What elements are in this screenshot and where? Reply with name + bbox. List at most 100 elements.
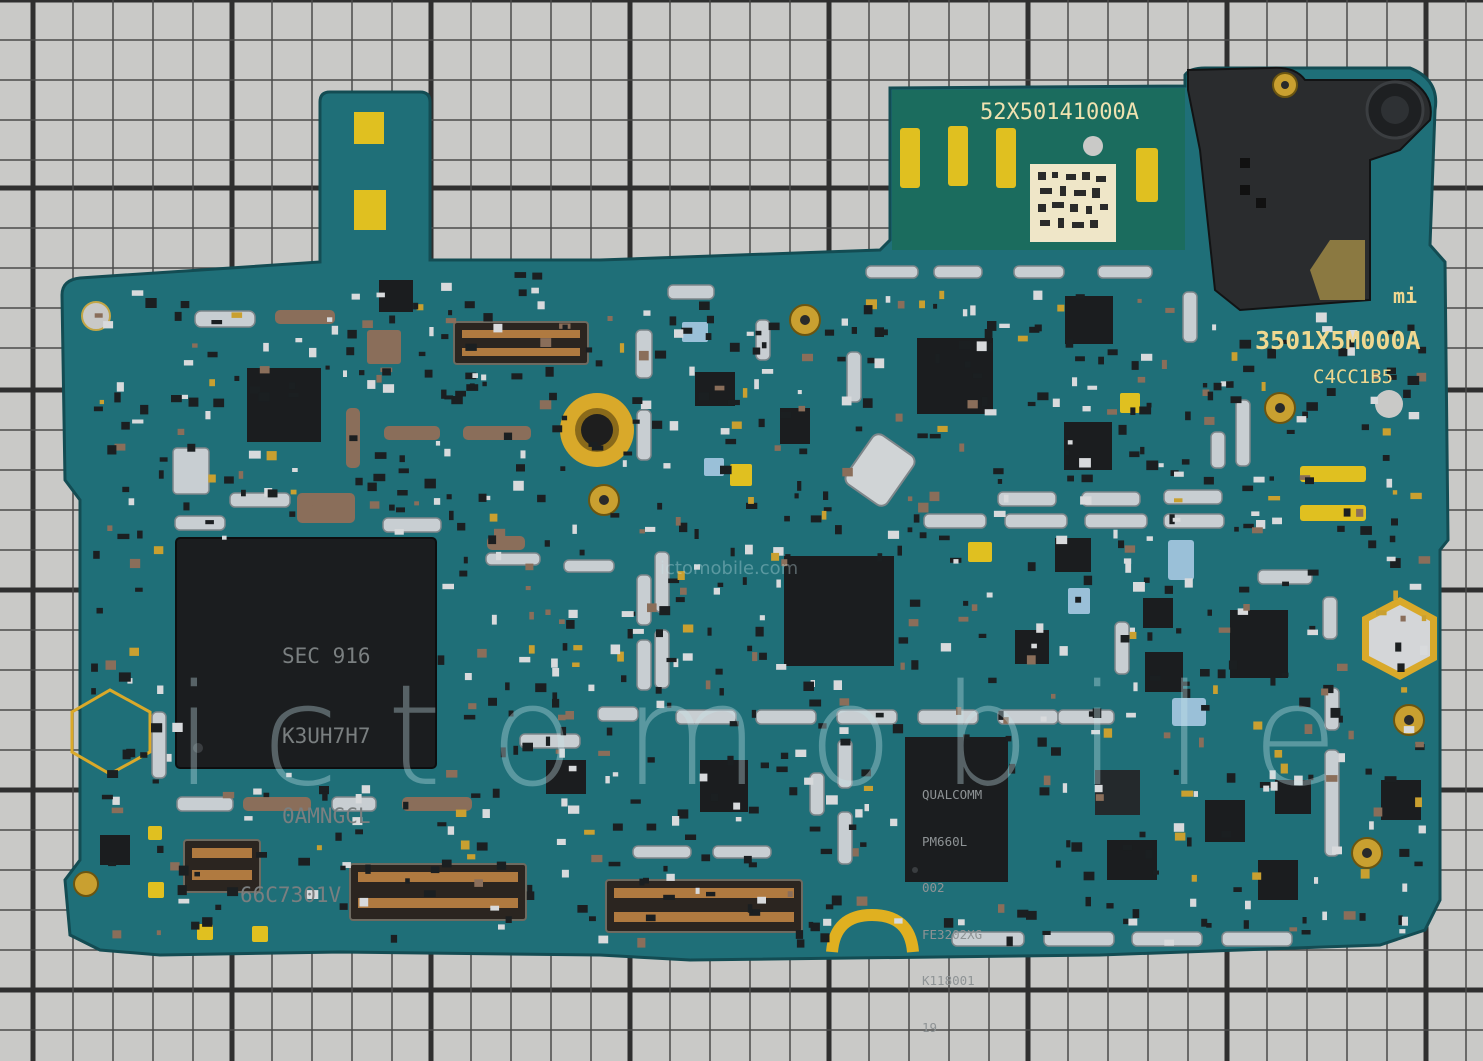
smd-component [1202, 389, 1210, 396]
smd-component [331, 325, 339, 335]
pmic-line5: K118001 [922, 973, 975, 988]
smd-component [215, 904, 222, 910]
smd-component [1361, 424, 1369, 431]
smd-component [699, 773, 708, 782]
board-label-top: 52X50141000A [980, 100, 1139, 125]
pmic-chip [905, 737, 1008, 882]
smd-component [188, 397, 199, 407]
smd-component [823, 918, 832, 926]
smd-component [1143, 577, 1150, 583]
smd-component [362, 320, 373, 328]
smd-component [747, 645, 753, 652]
smd-component [457, 522, 466, 531]
smd-component [464, 673, 472, 681]
smd-component [632, 628, 644, 634]
smd-component [1181, 459, 1190, 465]
smd-component [1088, 711, 1098, 717]
smd-component [399, 455, 405, 463]
smd-component [776, 766, 788, 773]
smd-component [842, 467, 853, 477]
smd-component [639, 878, 645, 886]
smd-component [823, 491, 829, 500]
smd-component [929, 491, 940, 502]
smd-component [1301, 930, 1311, 935]
ic [1065, 296, 1113, 344]
smd-component [241, 489, 246, 497]
smd-component [1003, 494, 1009, 503]
smd-component [1184, 578, 1193, 588]
smd-component [544, 540, 550, 547]
smd-component [481, 374, 487, 381]
smd-component [545, 609, 551, 615]
smd-component [1152, 870, 1159, 875]
smd-component [1304, 724, 1313, 734]
smd-component [1052, 398, 1060, 407]
smd-component [1083, 871, 1095, 881]
smd-component [258, 392, 270, 402]
memory-chip-marking: SEC 916 K3UH7H7 0AMNGCL 66C7301V [240, 594, 371, 959]
smd-component [640, 400, 652, 409]
smd-component [1228, 660, 1238, 670]
pmic-line6: 19 [922, 1019, 938, 1035]
smd-component [851, 327, 857, 334]
smd-component [1034, 324, 1042, 332]
memory-chip [175, 537, 437, 769]
smd-component [967, 400, 978, 409]
smd-component [752, 652, 758, 662]
smd-component [1091, 730, 1100, 735]
smd-component [447, 826, 455, 835]
smd-component [747, 904, 753, 913]
smd-component [1206, 923, 1212, 928]
smd-component [656, 629, 663, 638]
smd-component [535, 683, 547, 693]
smd-component [94, 313, 103, 318]
smd-component [663, 865, 668, 872]
smd-component [529, 611, 534, 620]
smd-component [833, 680, 842, 690]
smd-component [908, 619, 919, 627]
smd-component [804, 777, 814, 785]
pmic-line3: 002 [922, 880, 945, 895]
smd-component [759, 615, 765, 621]
smd-component [675, 517, 681, 526]
smd-component [441, 389, 447, 399]
smd-component [964, 361, 971, 368]
smd-component [1146, 460, 1159, 471]
smd-component [1299, 697, 1311, 708]
smd-component [643, 310, 651, 316]
smd-component [663, 463, 671, 469]
smd-component [984, 329, 993, 339]
smd-component [449, 510, 454, 521]
smd-component [1161, 359, 1167, 369]
smd-component [424, 369, 433, 378]
smd-component [694, 529, 699, 539]
smd-component [699, 301, 710, 310]
smd-component [1338, 348, 1348, 357]
smd-component [437, 655, 445, 665]
smd-component [867, 357, 875, 364]
smd-component [632, 397, 643, 404]
smd-component [107, 445, 117, 455]
smd-component [205, 411, 211, 420]
smd-component [492, 788, 500, 798]
smd-component [1321, 688, 1329, 696]
smd-component [1059, 646, 1068, 656]
smd-component [1245, 900, 1251, 910]
smd-component [970, 305, 976, 316]
smd-component [545, 366, 554, 377]
smd-component [183, 360, 194, 366]
ic [1145, 652, 1183, 692]
smd-component [1131, 361, 1139, 370]
smd-component [460, 840, 470, 850]
smd-component [698, 392, 710, 401]
smd-component [1071, 842, 1083, 852]
smd-component [505, 682, 510, 691]
smd-component [295, 338, 303, 343]
smd-component [248, 450, 261, 459]
smd-component [1286, 429, 1295, 434]
ic [100, 835, 130, 865]
smd-component [1270, 677, 1276, 686]
smd-component [327, 317, 333, 322]
smd-component [129, 558, 141, 569]
